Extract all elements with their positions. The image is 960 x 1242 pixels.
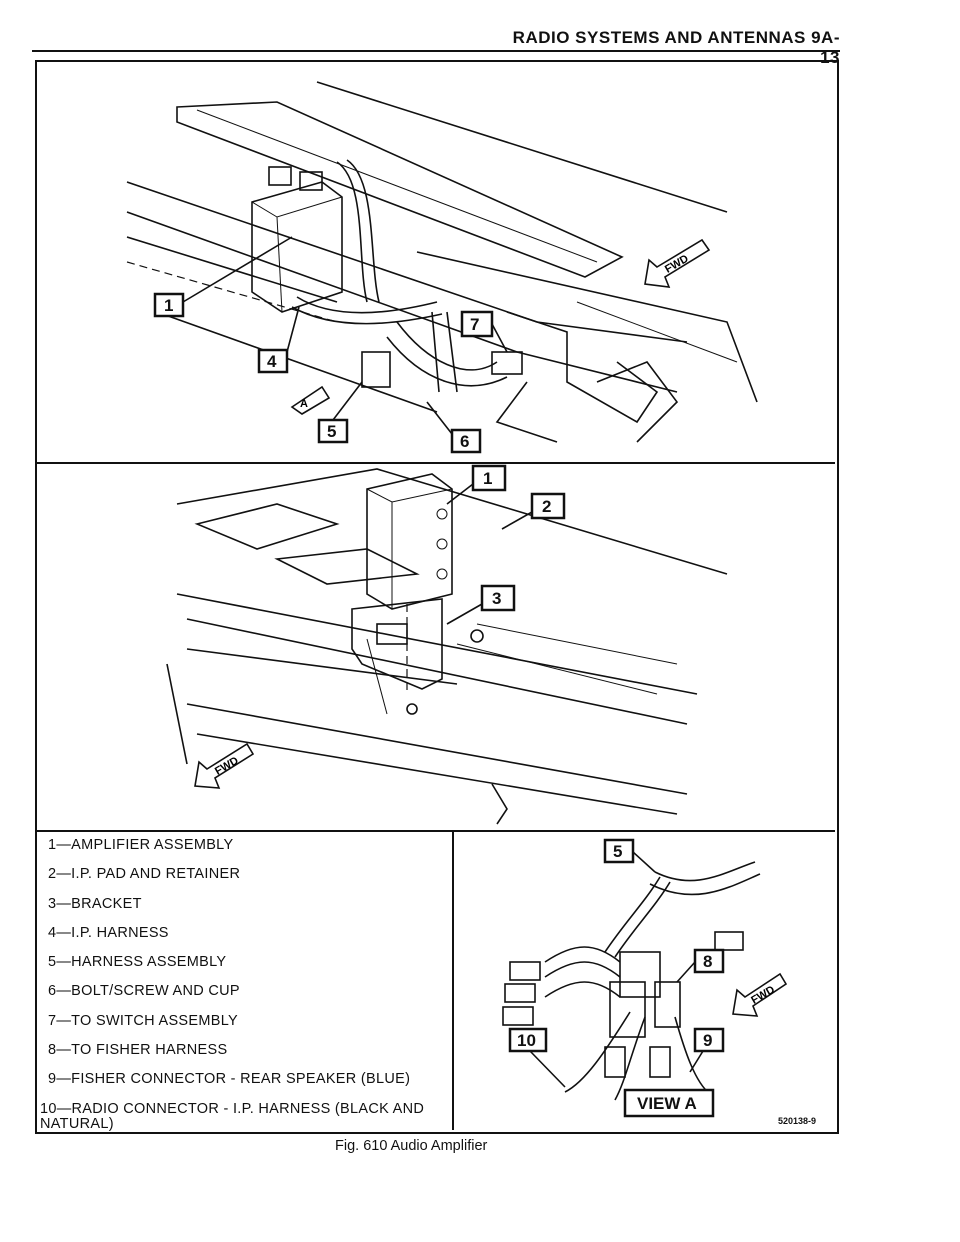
callout-7-top: 7 xyxy=(460,310,508,353)
svg-text:8: 8 xyxy=(703,952,712,971)
callout-1-middle: 1 xyxy=(446,464,507,505)
legend-item: 9—FISHER CONNECTOR - REAR SPEAKER (BLUE) xyxy=(48,1071,411,1088)
callout-2-middle: 2 xyxy=(501,492,566,530)
amplifier-module-top xyxy=(251,166,343,313)
callout-1-top: 1 xyxy=(153,236,293,318)
dashboard-lines-middle xyxy=(166,468,728,825)
dashboard-lines xyxy=(126,81,758,443)
legend-item: 7—TO SWITCH ASSEMBLY xyxy=(48,1012,238,1029)
callout-5-view-a: 5 xyxy=(603,838,656,873)
svg-text:5: 5 xyxy=(327,422,336,441)
header-rule xyxy=(32,50,840,52)
callout-3-middle: 3 xyxy=(446,584,516,625)
legend-item: 4—I.P. HARNESS xyxy=(48,924,169,941)
svg-text:2: 2 xyxy=(542,497,551,516)
callout-5-top: 5 xyxy=(317,381,363,444)
panel-divider-top xyxy=(37,462,835,464)
view-a-arrow: A xyxy=(290,385,331,415)
legend-item: 2—I.P. PAD AND RETAINER xyxy=(48,866,241,883)
amplifier-module-middle xyxy=(366,473,453,610)
svg-text:7: 7 xyxy=(470,315,479,334)
legend-item: 8—TO FISHER HARNESS xyxy=(48,1042,228,1059)
legend-item: 6—BOLT/SCREW AND CUP xyxy=(48,983,240,1000)
svg-text:A: A xyxy=(300,398,308,410)
figure-number: 520138-9 xyxy=(778,1116,817,1126)
callout-4-top: 4 xyxy=(257,306,300,374)
legend-item: 5—HARNESS ASSEMBLY xyxy=(48,954,227,971)
panel-divider-bottom xyxy=(37,830,835,832)
fwd-arrow-middle: FWD xyxy=(194,742,255,789)
svg-text:1: 1 xyxy=(164,296,173,315)
parts-legend: 1—AMPLIFIER ASSEMBLY 2—I.P. PAD AND RETA… xyxy=(40,837,448,1131)
view-a-label: VIEW A xyxy=(623,1088,715,1118)
wire-harness-top xyxy=(291,159,523,393)
fwd-arrow-top: FWD xyxy=(644,238,711,288)
svg-text:5: 5 xyxy=(613,842,622,861)
svg-text:3: 3 xyxy=(492,589,501,608)
legend-item: 1—AMPLIFIER ASSEMBLY xyxy=(48,837,234,853)
fwd-label-view-a: FWD xyxy=(749,984,777,1007)
legend-item: 10—RADIO CONNECTOR - I.P. HARNESS (BLACK… xyxy=(40,1100,425,1132)
fwd-label-top: FWD xyxy=(663,253,691,276)
svg-text:9: 9 xyxy=(703,1031,712,1050)
harness-view-a xyxy=(502,861,761,1101)
figure-caption: Fig. 610 Audio Amplifier xyxy=(335,1138,488,1154)
svg-text:4: 4 xyxy=(267,352,277,371)
fwd-arrow-view-a: FWD xyxy=(732,972,788,1017)
middle-illustration: FWD 1 2 3 xyxy=(166,464,728,825)
svg-text:1: 1 xyxy=(483,469,492,488)
svg-text:6: 6 xyxy=(460,432,469,451)
svg-text:VIEW A: VIEW A xyxy=(637,1094,697,1113)
top-illustration: FWD A 1 4 5 6 7 xyxy=(126,81,758,454)
legend-divider xyxy=(452,830,454,1130)
svg-text:10: 10 xyxy=(517,1031,536,1050)
callout-9-view-a: 9 xyxy=(689,1027,725,1073)
callout-6-top: 6 xyxy=(426,401,482,454)
callout-10-view-a: 10 xyxy=(508,1027,566,1088)
bracket-middle xyxy=(351,598,484,715)
page-header: RADIO SYSTEMS AND ANTENNAS 9A-13 xyxy=(512,28,840,67)
view-a-illustration: FWD 5 8 9 10 VIEW A xyxy=(502,838,788,1118)
callout-8-view-a: 8 xyxy=(676,948,725,983)
legend-item: 3—BRACKET xyxy=(48,895,142,912)
figure-frame xyxy=(35,60,839,1134)
fwd-label-middle: FWD xyxy=(213,755,241,778)
